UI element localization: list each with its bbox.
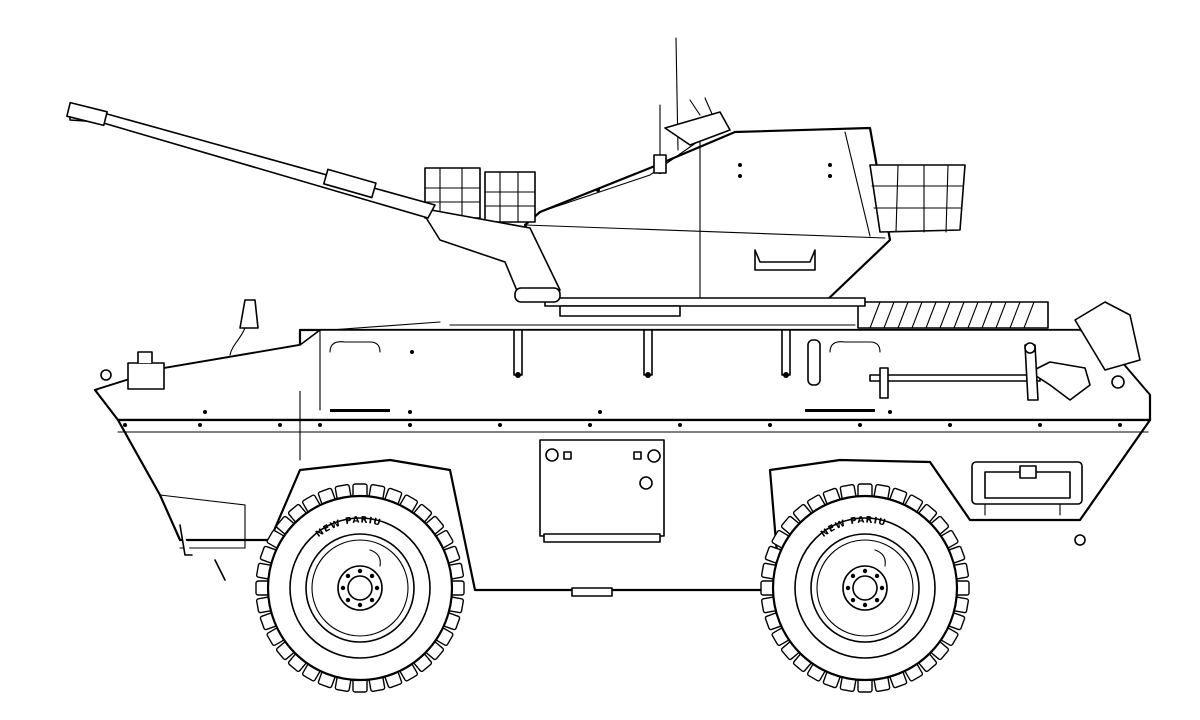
front-wheel: NEW PARIU [256, 484, 464, 692]
rear-lamp [1075, 302, 1140, 370]
rear-wheel: NEW PARIU [761, 484, 969, 692]
fire-extinguisher [808, 340, 820, 385]
engine-grille [858, 302, 1048, 328]
cannon-barrel [67, 103, 435, 218]
upper-deck [95, 300, 1150, 410]
mirror [240, 300, 258, 328]
grab-handle [830, 342, 880, 352]
turret-basket [870, 165, 965, 232]
headlight [128, 363, 164, 389]
rear-hatch [972, 462, 1085, 545]
grab-handle [330, 342, 380, 352]
turret [420, 38, 965, 316]
side-door [540, 440, 664, 542]
hull-rivets [123, 410, 1122, 427]
tow-hook [180, 525, 225, 580]
smoke-launchers [425, 168, 535, 222]
tie-downs [410, 330, 790, 378]
pioneer-tools [870, 343, 1090, 400]
